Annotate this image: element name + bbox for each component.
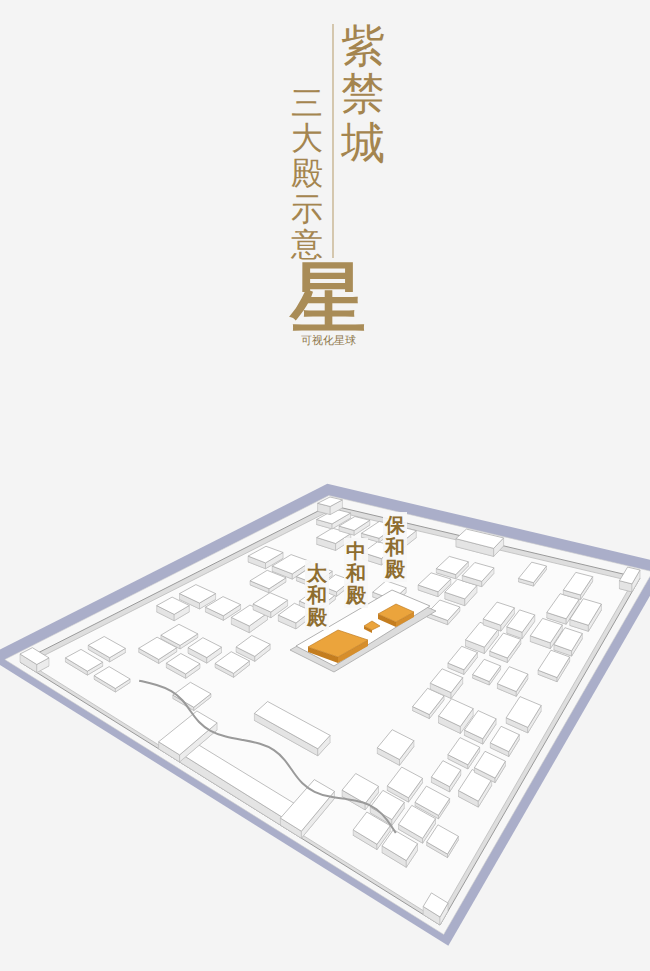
building-block — [415, 786, 450, 815]
building-block — [188, 638, 222, 658]
hall-building — [308, 630, 368, 657]
building-block — [519, 562, 547, 583]
building-block — [173, 682, 211, 707]
building-block — [448, 646, 478, 670]
logo-caption: 可视化星球 — [272, 334, 384, 347]
palace-wall — [20, 505, 640, 925]
hall-label: 保和殿 — [383, 512, 407, 582]
building-block — [448, 738, 480, 765]
building-block — [474, 751, 505, 778]
building-block — [490, 726, 519, 751]
building-block — [436, 556, 468, 574]
corner-tower — [318, 497, 343, 507]
building-block — [490, 633, 521, 658]
building-block — [377, 730, 414, 760]
building-block — [180, 585, 216, 604]
harmony-gate — [254, 702, 330, 749]
moat — [0, 484, 650, 946]
title-text: 紫禁城 — [341, 22, 385, 167]
building-block — [483, 602, 514, 625]
building-block — [462, 563, 494, 582]
water-stream — [139, 681, 396, 833]
building-block — [88, 637, 125, 658]
building-block — [554, 628, 582, 651]
subtitle-text: 三大殿示意 — [291, 86, 323, 262]
building-block — [94, 667, 130, 689]
building-block — [161, 624, 198, 645]
building-block — [253, 593, 288, 612]
corner-tower — [619, 567, 640, 584]
hall-label: 保和殿 — [383, 512, 407, 582]
logo-mark: 星 — [289, 252, 367, 343]
palace-ground — [28, 510, 633, 920]
hall-label: 太和殿 — [305, 560, 329, 630]
hall-label: 太和殿 — [305, 560, 329, 630]
building-block — [507, 610, 535, 632]
subtitle-text: 三大殿示意 — [291, 86, 323, 262]
building-block — [439, 699, 474, 727]
hall-label: 中和殿 — [344, 538, 368, 608]
building-block — [497, 667, 528, 692]
meridian-gate-wing — [159, 711, 218, 755]
building-block — [427, 825, 459, 854]
divider-line — [333, 24, 334, 258]
building-block — [563, 572, 592, 595]
building-block — [387, 767, 422, 798]
logo-mark: 星 — [289, 252, 367, 343]
building-block — [506, 697, 541, 728]
north-gate — [456, 529, 504, 548]
hall-label: 中和殿 — [344, 538, 368, 608]
building-block — [473, 659, 501, 681]
building-block — [205, 597, 240, 616]
title-text: 紫禁城 — [341, 22, 385, 167]
building-block — [431, 761, 460, 787]
building-block — [464, 711, 496, 739]
moat-bank — [5, 496, 650, 935]
building-block — [570, 599, 602, 626]
corner-tower — [20, 648, 49, 665]
hall-building — [364, 621, 380, 630]
logo-caption: 可视化星球 — [272, 334, 384, 347]
building-block — [538, 650, 570, 677]
corner-tower — [423, 893, 448, 917]
hall-building — [378, 604, 414, 622]
building-block — [248, 546, 283, 563]
building-block — [236, 636, 270, 657]
building-block — [430, 669, 462, 693]
building-block — [339, 517, 370, 531]
